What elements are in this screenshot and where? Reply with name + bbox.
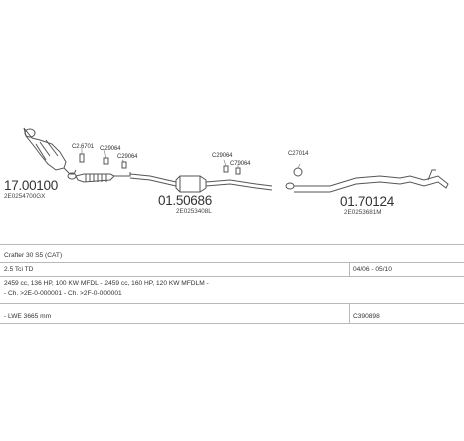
clamp-label: C29064: [117, 154, 138, 160]
wheelbase: - LWE 3665 mm: [4, 313, 52, 320]
chassis-range: - Ch. >2E-0-000001 - Ch. >2F-0-000001: [4, 290, 122, 297]
rear-pipe-shape: [285, 169, 449, 193]
part-number: 01.70124: [340, 194, 394, 209]
front-pipe-shape: [129, 173, 177, 183]
row-divider: [0, 262, 464, 263]
intermediate-pipe-shape: [205, 179, 273, 187]
row-divider: [0, 303, 464, 304]
row-divider: [0, 244, 464, 245]
part-number: 17.00100: [4, 178, 58, 193]
row-divider: [0, 323, 464, 324]
clamp-label: C29064: [100, 146, 121, 152]
row-divider: [0, 276, 464, 277]
flex-pipe-shape: [75, 172, 131, 183]
clamp-shapes: [79, 153, 303, 177]
kit-code: C390898: [353, 313, 380, 320]
production-dates: 04/06 - 05/10: [353, 266, 392, 273]
column-divider: [349, 262, 350, 276]
engine-type: 2.5 Tci TD: [4, 266, 34, 273]
clamp-label: C29064: [212, 153, 233, 159]
part-code: 2E0253681M: [344, 209, 382, 216]
vehicle-model: Crafter 30 S5 (CAT): [4, 252, 63, 259]
leader-lines: [81, 148, 301, 169]
column-divider: [349, 303, 350, 323]
exhaust-system-diagram: C2.6701 C29064 C29064 C29064 C79064 C270…: [4, 127, 449, 216]
clamp-label: C2.6701: [72, 144, 94, 150]
part-code: 2E0254700GX: [4, 193, 46, 200]
clamp-label: C79064: [230, 161, 251, 167]
catalytic-converter-shape: [23, 127, 77, 180]
clamp-label: C27014: [288, 151, 309, 157]
engine-spec: 2459 cc, 136 HP, 100 KW MFDL - 2459 cc, …: [4, 280, 209, 287]
part-number: 01.50686: [158, 193, 212, 208]
part-code: 2E0253408L: [176, 208, 212, 215]
exhaust-drawing: [23, 127, 449, 193]
middle-silencer-shape: [175, 175, 207, 193]
